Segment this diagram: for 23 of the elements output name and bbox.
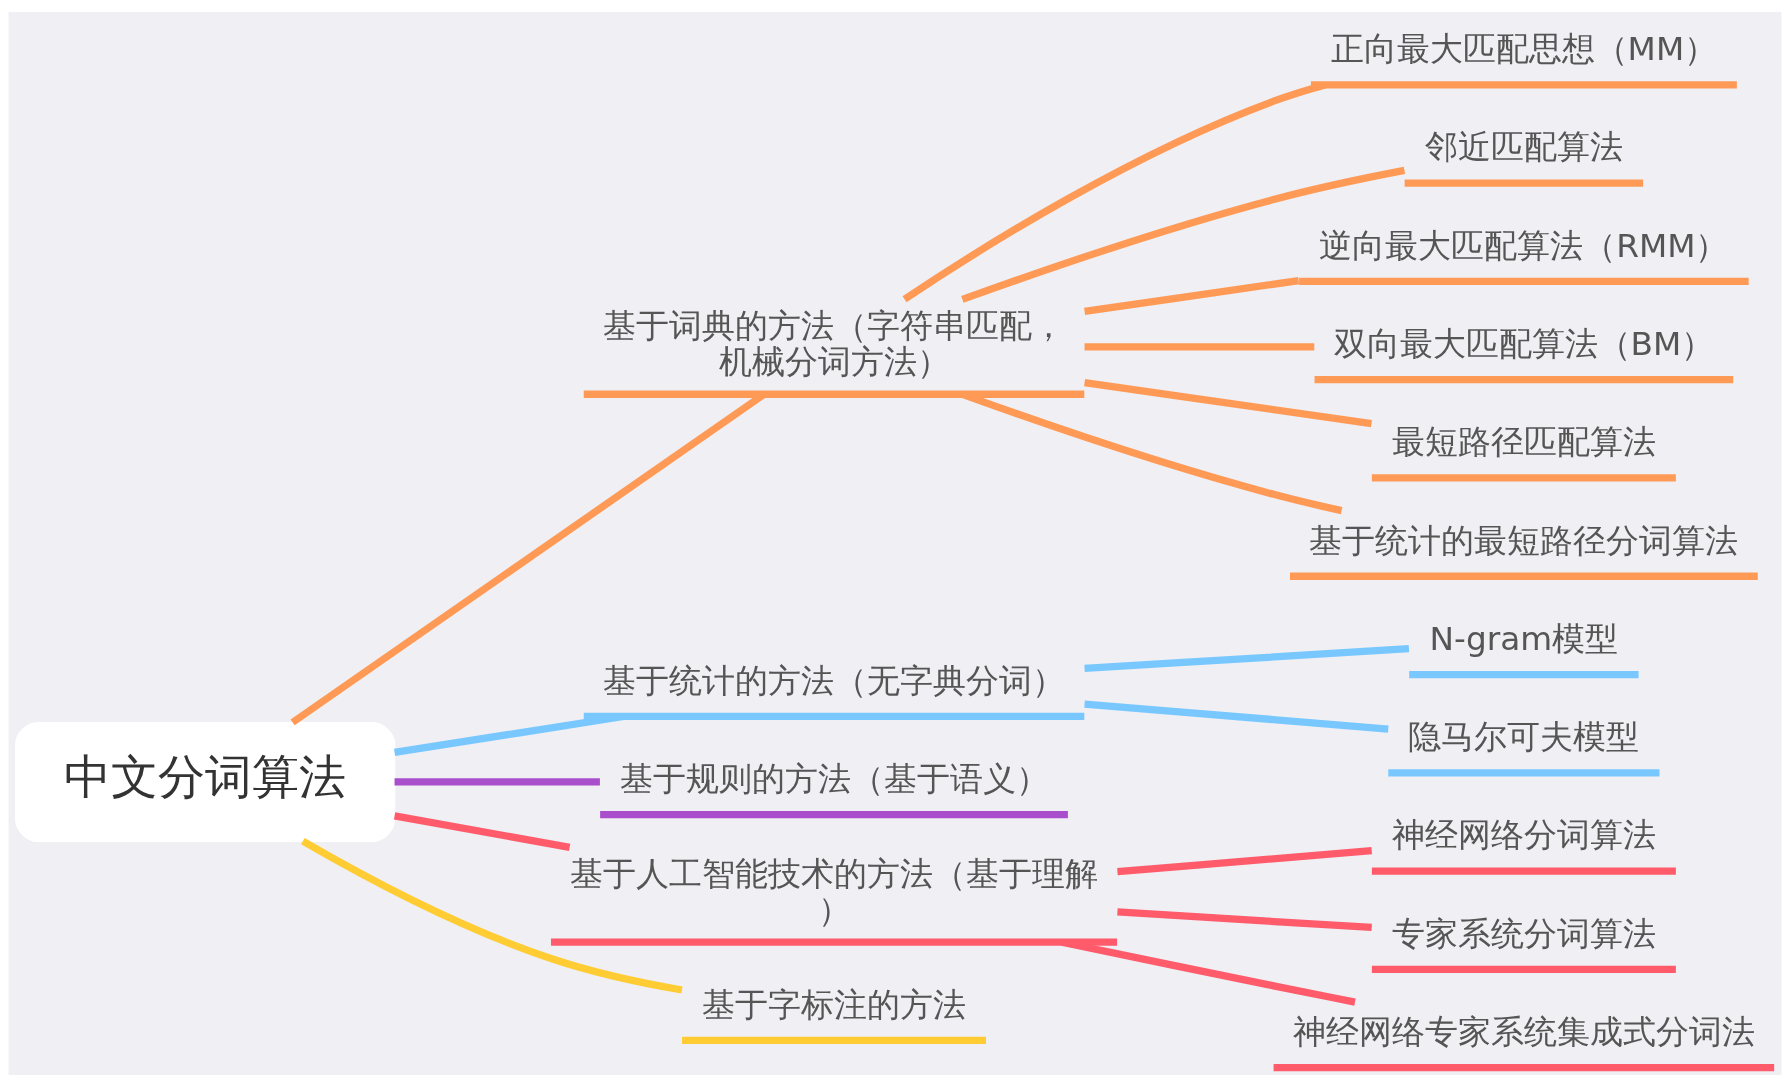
- connector: [301, 837, 683, 994]
- node-text: 最短路径匹配算法: [1391, 422, 1656, 461]
- node-text: 双向最大匹配算法（BM）: [1333, 324, 1715, 363]
- node-text: 基于人工智能技术的方法（基于理解）: [570, 854, 1099, 929]
- node-text: N-gram模型: [1429, 619, 1619, 658]
- connector: [393, 811, 571, 851]
- node-text: 基于统计的方法（无字典分词）: [603, 661, 1066, 700]
- node-text: 正向最大匹配思想（MM）: [1330, 29, 1718, 68]
- node-text: 邻近匹配算法: [1424, 127, 1623, 166]
- connector: [961, 166, 1406, 303]
- node-text: 基于统计的最短路径分词算法: [1309, 521, 1739, 560]
- node-text: 基于字标注的方法: [702, 985, 967, 1024]
- connector: [961, 390, 1343, 514]
- connector: [902, 80, 1327, 302]
- node-text: 隐马尔可夫模型: [1408, 717, 1640, 756]
- connector: [1061, 938, 1356, 1006]
- node-text: 基于词典的方法（字符串匹配，机械分词方法）: [603, 306, 1066, 381]
- node-box: 中文分词算法: [14, 721, 396, 842]
- node-text: 基于规则的方法（基于语义）: [619, 759, 1049, 798]
- node-text: 逆向最大匹配算法（RMM）: [1319, 226, 1729, 265]
- node-text: 专家系统分词算法: [1391, 914, 1656, 953]
- node-text: 神经网络专家系统集成式分词法: [1292, 1012, 1755, 1051]
- node-text: 神经网络分词算法: [1391, 815, 1656, 854]
